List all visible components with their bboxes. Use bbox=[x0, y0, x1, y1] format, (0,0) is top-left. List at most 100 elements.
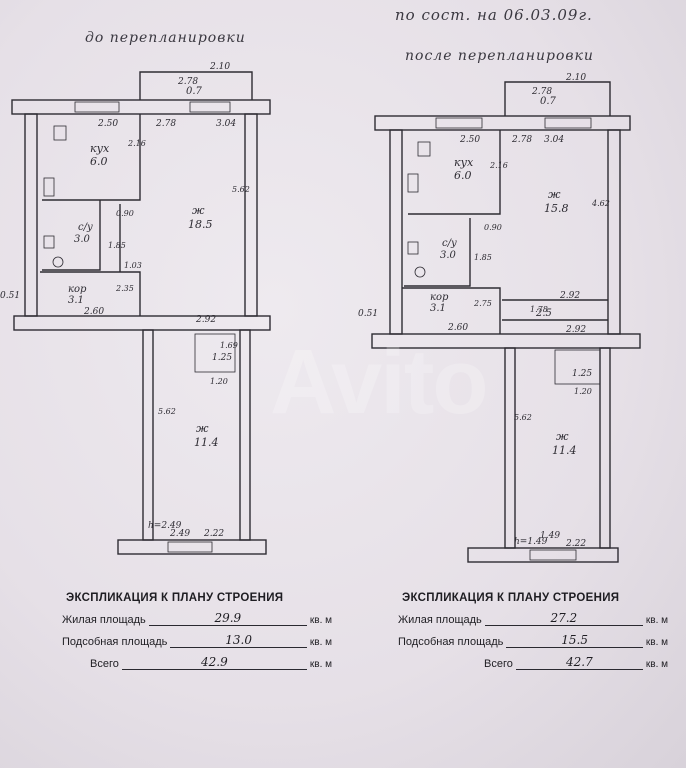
row-unit: кв. м bbox=[645, 637, 668, 648]
dimension-label: 2.10 bbox=[209, 62, 230, 72]
dimension-label: 2.16 bbox=[127, 139, 146, 148]
row-value: 42.9 bbox=[121, 655, 307, 670]
row-value: 42.7 bbox=[515, 655, 643, 670]
floor-plans: кух 6.0 ж 18.5 с/у 3.0 кор 3.1 ж 11.4 0.… bbox=[0, 62, 641, 563]
room-area: 3.1 bbox=[68, 295, 84, 306]
dimension-label: 1.69 bbox=[220, 341, 238, 350]
dimension-label: 2.35 bbox=[115, 284, 134, 293]
room-area: 1.25 bbox=[572, 369, 592, 379]
room-area: 18.5 bbox=[188, 218, 213, 231]
room-label: кух bbox=[90, 142, 110, 155]
row-unit: кв. м bbox=[309, 659, 332, 670]
row-label: Подсобная площадь bbox=[62, 636, 168, 648]
explication-row: Всего 42.7 кв. м bbox=[484, 655, 668, 670]
dimension-label: 3.04 bbox=[544, 135, 564, 145]
room-label: кух bbox=[454, 156, 474, 169]
room-area: 11.4 bbox=[552, 444, 577, 457]
room-label: с/у bbox=[78, 222, 93, 233]
dimension-label: 2.22 bbox=[203, 529, 224, 539]
dimension-label: 3.04 bbox=[216, 119, 236, 129]
dimension-label: 4.62 bbox=[591, 199, 610, 208]
dimension-label: 2.78 bbox=[177, 77, 198, 87]
room-area: 3.0 bbox=[440, 250, 457, 261]
row-label: Жилая площадь bbox=[398, 614, 482, 626]
height-note: h=1.49 bbox=[514, 537, 548, 547]
dimension-label: 2.16 bbox=[489, 161, 508, 170]
avito-watermark: Avito bbox=[270, 331, 489, 433]
dimension-label: 2.22 bbox=[565, 539, 586, 549]
room-area: 15.8 bbox=[544, 202, 569, 215]
floor-plan-after: кух 6.0 ж 15.8 с/у 3.0 кор 3.1 2.5 ж 11.… bbox=[358, 73, 641, 563]
before-title: до перепланировки bbox=[85, 30, 246, 46]
dimension-label: 0.51 bbox=[358, 309, 378, 319]
dimension-label: 2.92 bbox=[559, 291, 580, 301]
row-value: 27.2 bbox=[484, 611, 643, 626]
row-unit: кв. м bbox=[309, 637, 332, 648]
dimension-label: 2.49 bbox=[169, 529, 190, 539]
room-label: ж bbox=[548, 188, 561, 201]
dimension-label: 2.50 bbox=[97, 119, 118, 129]
dimension-label: 2.78 bbox=[531, 87, 552, 97]
row-value: 29.9 bbox=[148, 611, 307, 626]
dimension-label: 0.51 bbox=[0, 291, 20, 301]
row-value: 15.5 bbox=[506, 633, 643, 648]
dimension-label: 0.90 bbox=[116, 209, 134, 218]
room-area: 6.0 bbox=[454, 169, 472, 182]
floor-plan-before: кух 6.0 ж 18.5 с/у 3.0 кор 3.1 ж 11.4 0.… bbox=[0, 62, 271, 555]
dimension-label: 5.62 bbox=[232, 185, 250, 194]
explication-before: ЭКСПЛИКАЦИЯ К ПЛАНУ СТРОЕНИЯ Жилая площа… bbox=[62, 592, 332, 670]
explication-row: Жилая площадь 27.2 кв. м bbox=[398, 611, 668, 626]
row-value: 13.0 bbox=[170, 633, 307, 648]
explication-row: Жилая площадь 29.9 кв. м bbox=[62, 611, 332, 626]
dimension-label: 1.85 bbox=[108, 241, 126, 250]
room-label: с/у bbox=[442, 238, 457, 249]
room-area: 0.7 bbox=[540, 96, 557, 107]
explication-after: ЭКСПЛИКАЦИЯ К ПЛАНУ СТРОЕНИЯ Жилая площа… bbox=[398, 592, 668, 670]
row-label: Подсобная площадь bbox=[398, 636, 504, 648]
room-area: 11.4 bbox=[194, 436, 219, 449]
row-label: Жилая площадь bbox=[62, 614, 146, 626]
dimension-label: 1.85 bbox=[474, 253, 492, 262]
room-area: 0.7 bbox=[186, 86, 203, 97]
dimension-label: 2.10 bbox=[565, 73, 586, 83]
explication-row: Всего 42.9 кв. м bbox=[90, 655, 332, 670]
dimension-label: 5.62 bbox=[158, 407, 176, 416]
dimension-label: 1.03 bbox=[124, 261, 142, 270]
dimension-label: 2.75 bbox=[473, 299, 492, 308]
room-area: 1.25 bbox=[212, 353, 232, 363]
row-unit: кв. м bbox=[645, 615, 668, 626]
room-label: ж bbox=[556, 430, 569, 443]
room-label: ж bbox=[192, 204, 205, 217]
dimension-label: 2.78 bbox=[155, 119, 176, 129]
room-label: кор bbox=[68, 284, 87, 295]
room-area: 3.0 bbox=[74, 234, 91, 245]
explication-title: ЭКСПЛИКАЦИЯ К ПЛАНУ СТРОЕНИЯ bbox=[402, 592, 620, 604]
room-area: 6.0 bbox=[90, 155, 108, 168]
room-label: кор bbox=[430, 292, 449, 303]
status-date: по сост. на 06.03.09г. bbox=[395, 6, 593, 24]
dimension-label: 2.50 bbox=[459, 135, 480, 145]
dimension-label: 2.92 bbox=[195, 315, 216, 325]
room-area: 3.1 bbox=[430, 303, 446, 314]
dimension-label: 2.60 bbox=[83, 307, 104, 317]
height-note: h=2.49 bbox=[148, 521, 182, 531]
dimension-label: 2.60 bbox=[447, 323, 468, 333]
dimension-label: 1.49 bbox=[540, 531, 560, 541]
after-title: после перепланировки bbox=[405, 48, 594, 64]
row-unit: кв. м bbox=[645, 659, 668, 670]
room-label: ж bbox=[196, 422, 209, 435]
dimension-label: 0.90 bbox=[484, 223, 502, 232]
explication-row: Подсобная площадь 13.0 кв. м bbox=[62, 633, 332, 648]
dimension-label: 2.92 bbox=[565, 325, 586, 335]
row-label: Всего bbox=[484, 658, 513, 670]
room-area: 2.5 bbox=[535, 308, 552, 319]
dimension-label: 5.62 bbox=[514, 413, 532, 422]
explication-title: ЭКСПЛИКАЦИЯ К ПЛАНУ СТРОЕНИЯ bbox=[66, 592, 284, 604]
row-label: Всего bbox=[90, 658, 119, 670]
row-unit: кв. м bbox=[309, 615, 332, 626]
dimension-label: 1.20 bbox=[574, 387, 592, 396]
dimension-label: 2.78 bbox=[511, 135, 532, 145]
dimension-label: 1.78 bbox=[530, 305, 548, 314]
explication-row: Подсобная площадь 15.5 кв. м bbox=[398, 633, 668, 648]
